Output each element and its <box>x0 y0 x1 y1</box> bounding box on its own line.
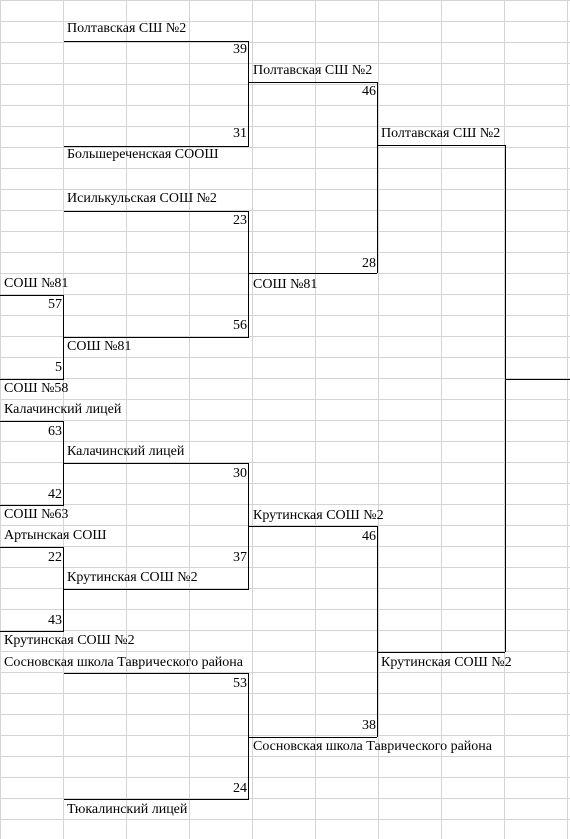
score: 38 <box>362 718 376 733</box>
bracket-line <box>377 145 505 146</box>
bracket-line <box>377 526 378 737</box>
score: 23 <box>233 213 247 228</box>
team-label: Калачинский лицей <box>67 444 185 459</box>
bracket-line <box>64 673 249 674</box>
team-label: СОШ №81 <box>4 276 69 291</box>
bracket-line <box>248 41 249 146</box>
bracket-line <box>64 211 249 212</box>
team-label: Сосновская школа Таврического района <box>253 739 492 754</box>
score: 53 <box>233 676 247 691</box>
bracket-line <box>248 211 249 337</box>
bracket-line <box>505 379 570 380</box>
score: 63 <box>48 424 62 439</box>
bracket-line <box>377 82 378 273</box>
score: 46 <box>362 84 376 99</box>
score: 46 <box>362 529 376 544</box>
score: 5 <box>55 360 62 375</box>
bracket-line <box>64 41 249 42</box>
bracket-line <box>248 673 249 799</box>
score: 57 <box>48 297 62 312</box>
score: 42 <box>48 487 62 502</box>
team-label: Полтавская СШ №2 <box>381 126 501 141</box>
team-label: Артынская СОШ <box>4 528 107 543</box>
bracket-line <box>249 273 377 274</box>
bracket-line <box>64 799 249 800</box>
score: 24 <box>233 781 247 796</box>
team-label: СОШ №81 <box>253 277 318 292</box>
bracket-line <box>64 463 249 464</box>
team-label: Крутинская СОШ №2 <box>67 570 198 585</box>
team-label: СОШ №58 <box>4 381 69 396</box>
team-label: Сосновская школа Таврического района <box>4 655 243 670</box>
bracket-line <box>0 631 64 632</box>
bracket-line <box>0 505 64 506</box>
bracket-line <box>249 82 377 83</box>
bracket-line <box>377 652 505 653</box>
bracket-line <box>63 295 64 379</box>
bracket-line <box>505 145 506 652</box>
team-label: Полтавская СШ №2 <box>67 21 187 36</box>
score: 30 <box>233 466 247 481</box>
score: 56 <box>233 318 247 333</box>
bracket-line <box>0 295 64 296</box>
team-label: СОШ №63 <box>4 507 69 522</box>
team-label: Крутинская СОШ №2 <box>4 633 135 648</box>
team-label: Калачинский лицей <box>4 402 122 417</box>
score: 37 <box>233 550 247 565</box>
bracket-line <box>249 737 377 738</box>
score: 22 <box>48 550 62 565</box>
team-label: Крутинская СОШ №2 <box>381 655 512 670</box>
score: 31 <box>233 126 247 141</box>
team-label: Тюкалинский лицей <box>67 802 188 817</box>
bracket-line <box>64 589 249 590</box>
bracket-line <box>0 379 64 380</box>
score: 43 <box>48 613 62 628</box>
bracket-line <box>64 337 249 338</box>
score: 39 <box>233 42 247 57</box>
bracket-line <box>248 463 249 589</box>
bracket-line <box>0 547 64 548</box>
team-label: Полтавская СШ №2 <box>253 63 373 78</box>
bracket-line <box>64 146 249 147</box>
bracket-line <box>249 526 377 527</box>
team-label: Крутинская СОШ №2 <box>253 508 384 523</box>
bracket-line <box>63 421 64 505</box>
team-label: Большереченская СООШ <box>67 147 219 162</box>
score: 28 <box>362 256 376 271</box>
bracket-line <box>63 547 64 631</box>
team-label: СОШ №81 <box>67 339 132 354</box>
team-label: Исилькульская СОШ №2 <box>67 191 217 206</box>
bracket-line <box>0 421 64 422</box>
